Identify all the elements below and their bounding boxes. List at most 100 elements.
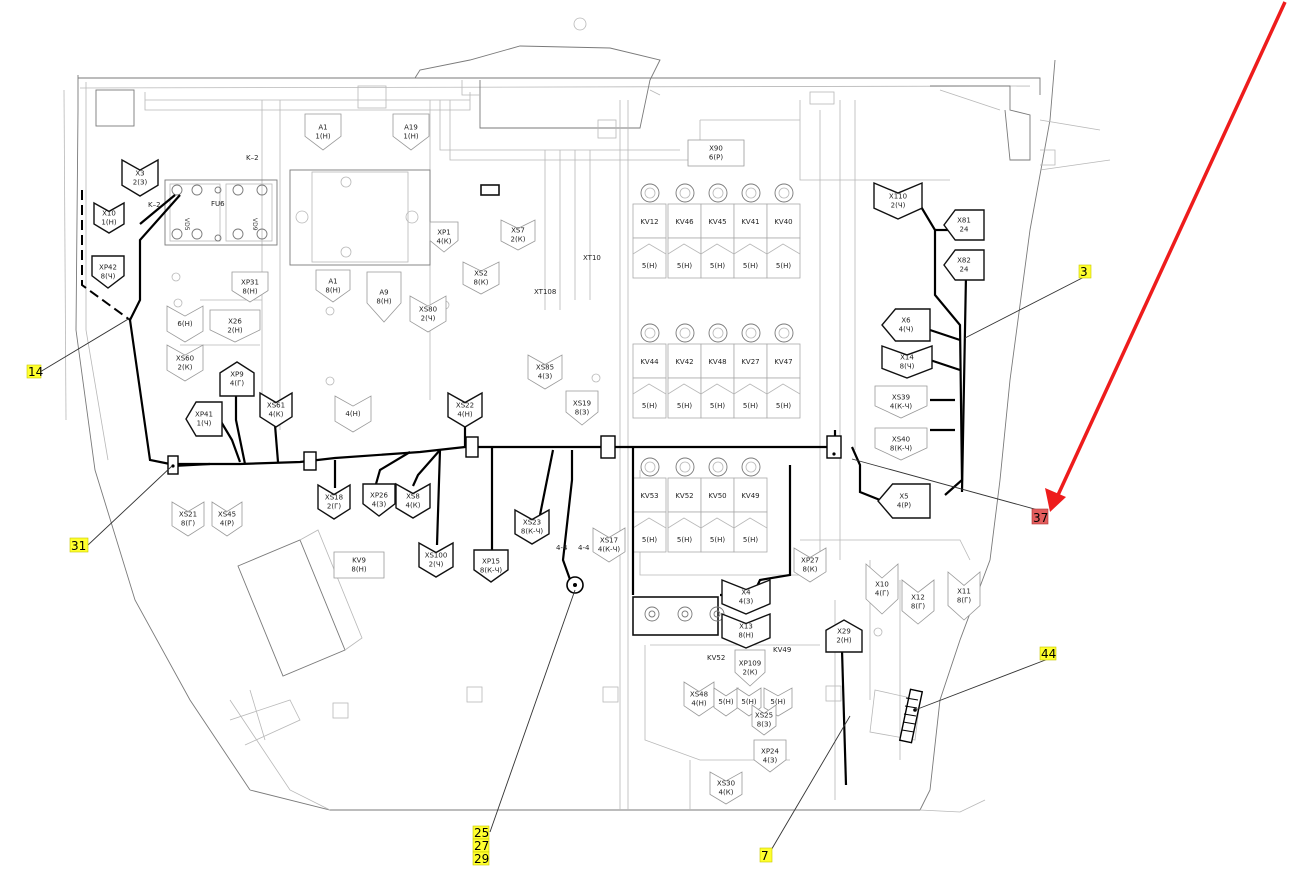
xs61-label-1: 4(К) <box>269 411 284 419</box>
x110-symbol <box>873 181 923 220</box>
x10-label-1: 1(Н) <box>101 219 116 227</box>
fuse-block: FU6 VD5 VD9 <box>164 179 278 246</box>
leader-lines <box>39 274 1089 853</box>
x4-symbol <box>721 578 771 615</box>
x5h-label-0: 5(Н) <box>718 698 733 706</box>
x13-label-0: X13 <box>739 623 753 631</box>
callout-number: 29 <box>474 852 489 866</box>
xp42-symbol <box>91 255 125 289</box>
x110-label-0: X110 <box>889 193 907 201</box>
x3-label-1: 2(З) <box>133 179 148 187</box>
k2b-label: K–2 <box>148 201 161 209</box>
kv49b-label: KV49 <box>773 646 791 654</box>
xs8-symbol <box>395 482 431 519</box>
xs2-symbol <box>462 261 500 295</box>
xs30-symbol <box>709 771 743 805</box>
connectors-layer: X32(З)X101(Н)XP428(Ч)A11(Н)A191(Н)A18(Н)… <box>91 113 985 805</box>
xs18-label-1: 2(Г) <box>327 503 341 511</box>
xp1-symbol <box>429 221 459 253</box>
xs25-label-1: 8(З) <box>757 721 772 729</box>
xp109-label-0: XP109 <box>739 660 761 668</box>
x82-label-1: 24 <box>960 266 969 274</box>
connector-x5: X54(Р) <box>877 483 931 519</box>
callout-14: 14 <box>26 364 43 379</box>
xp9-symbol <box>219 361 255 397</box>
x11-label-1: 8(Г) <box>957 597 971 605</box>
xs40-label-0: XS40 <box>892 436 910 444</box>
xs100-label-0: XS100 <box>425 552 448 560</box>
callout-37: 37 <box>1031 508 1049 525</box>
x12-label-0: X12 <box>911 594 925 602</box>
relay-sublabel: 5(Н) <box>642 536 657 544</box>
relay-label: KV46 <box>675 218 694 226</box>
vd9-label: VD9 <box>251 218 258 231</box>
xs45-symbol <box>211 501 243 537</box>
relay-kv49: KV49 5(Н) <box>733 457 768 553</box>
connector-x4h: 4(Н) <box>334 395 372 433</box>
callout-number: 37 <box>1033 511 1048 525</box>
xs85-symbol <box>527 354 563 390</box>
callout-number: 14 <box>28 365 43 379</box>
x29-label-0: X29 <box>837 628 851 636</box>
x10b-label-1: 4(Г) <box>875 590 889 598</box>
relay-sublabel: 5(Н) <box>743 262 758 270</box>
relay-sublabel: 5(Н) <box>743 536 758 544</box>
relay-label: KV47 <box>774 358 792 366</box>
cabin-outline <box>63 17 1111 813</box>
x14-label-1: 8(Ч) <box>900 363 915 371</box>
xs30-label-0: XS30 <box>717 780 735 788</box>
xp24-label-0: XP24 <box>761 748 779 756</box>
x26-label-0: X26 <box>228 318 242 326</box>
xs17-label-1: 4(К-Ч) <box>598 546 620 554</box>
x110-label-1: 2(Ч) <box>891 202 906 210</box>
relay-label: KV49 <box>741 492 759 500</box>
kv9-symbol <box>333 551 385 579</box>
xs48-label-1: 4(Н) <box>691 700 706 708</box>
xp42-label-1: 8(Ч) <box>101 273 116 281</box>
xp41-label-1: 1(Ч) <box>197 420 212 428</box>
relay-label: KV44 <box>640 358 659 366</box>
xp109-label-1: 2(К) <box>743 669 758 677</box>
x26-label-1: 2(Н) <box>227 327 242 335</box>
connector-x5h: 5(Н) <box>713 687 739 717</box>
xs40-label-1: 8(К-Ч) <box>890 445 912 453</box>
connector-x3: X32(З) <box>121 158 159 197</box>
callout-number: 25 <box>474 826 489 840</box>
a19-label-0: A19 <box>404 124 418 132</box>
a19-symbol <box>392 113 430 151</box>
xp1-label-1: 4(К) <box>437 238 452 246</box>
xt108-label: XT108 <box>534 288 556 296</box>
x3-label-0: X3 <box>135 170 144 178</box>
xs23-label-0: XS23 <box>523 519 541 527</box>
xs22-symbol <box>447 391 483 428</box>
wire-harness <box>81 190 968 786</box>
relay-sublabel: 5(Н) <box>642 262 657 270</box>
a9-label-1: 8(Н) <box>376 298 391 306</box>
x11-symbol <box>947 571 981 621</box>
a1b-label-0: A1 <box>328 278 337 286</box>
